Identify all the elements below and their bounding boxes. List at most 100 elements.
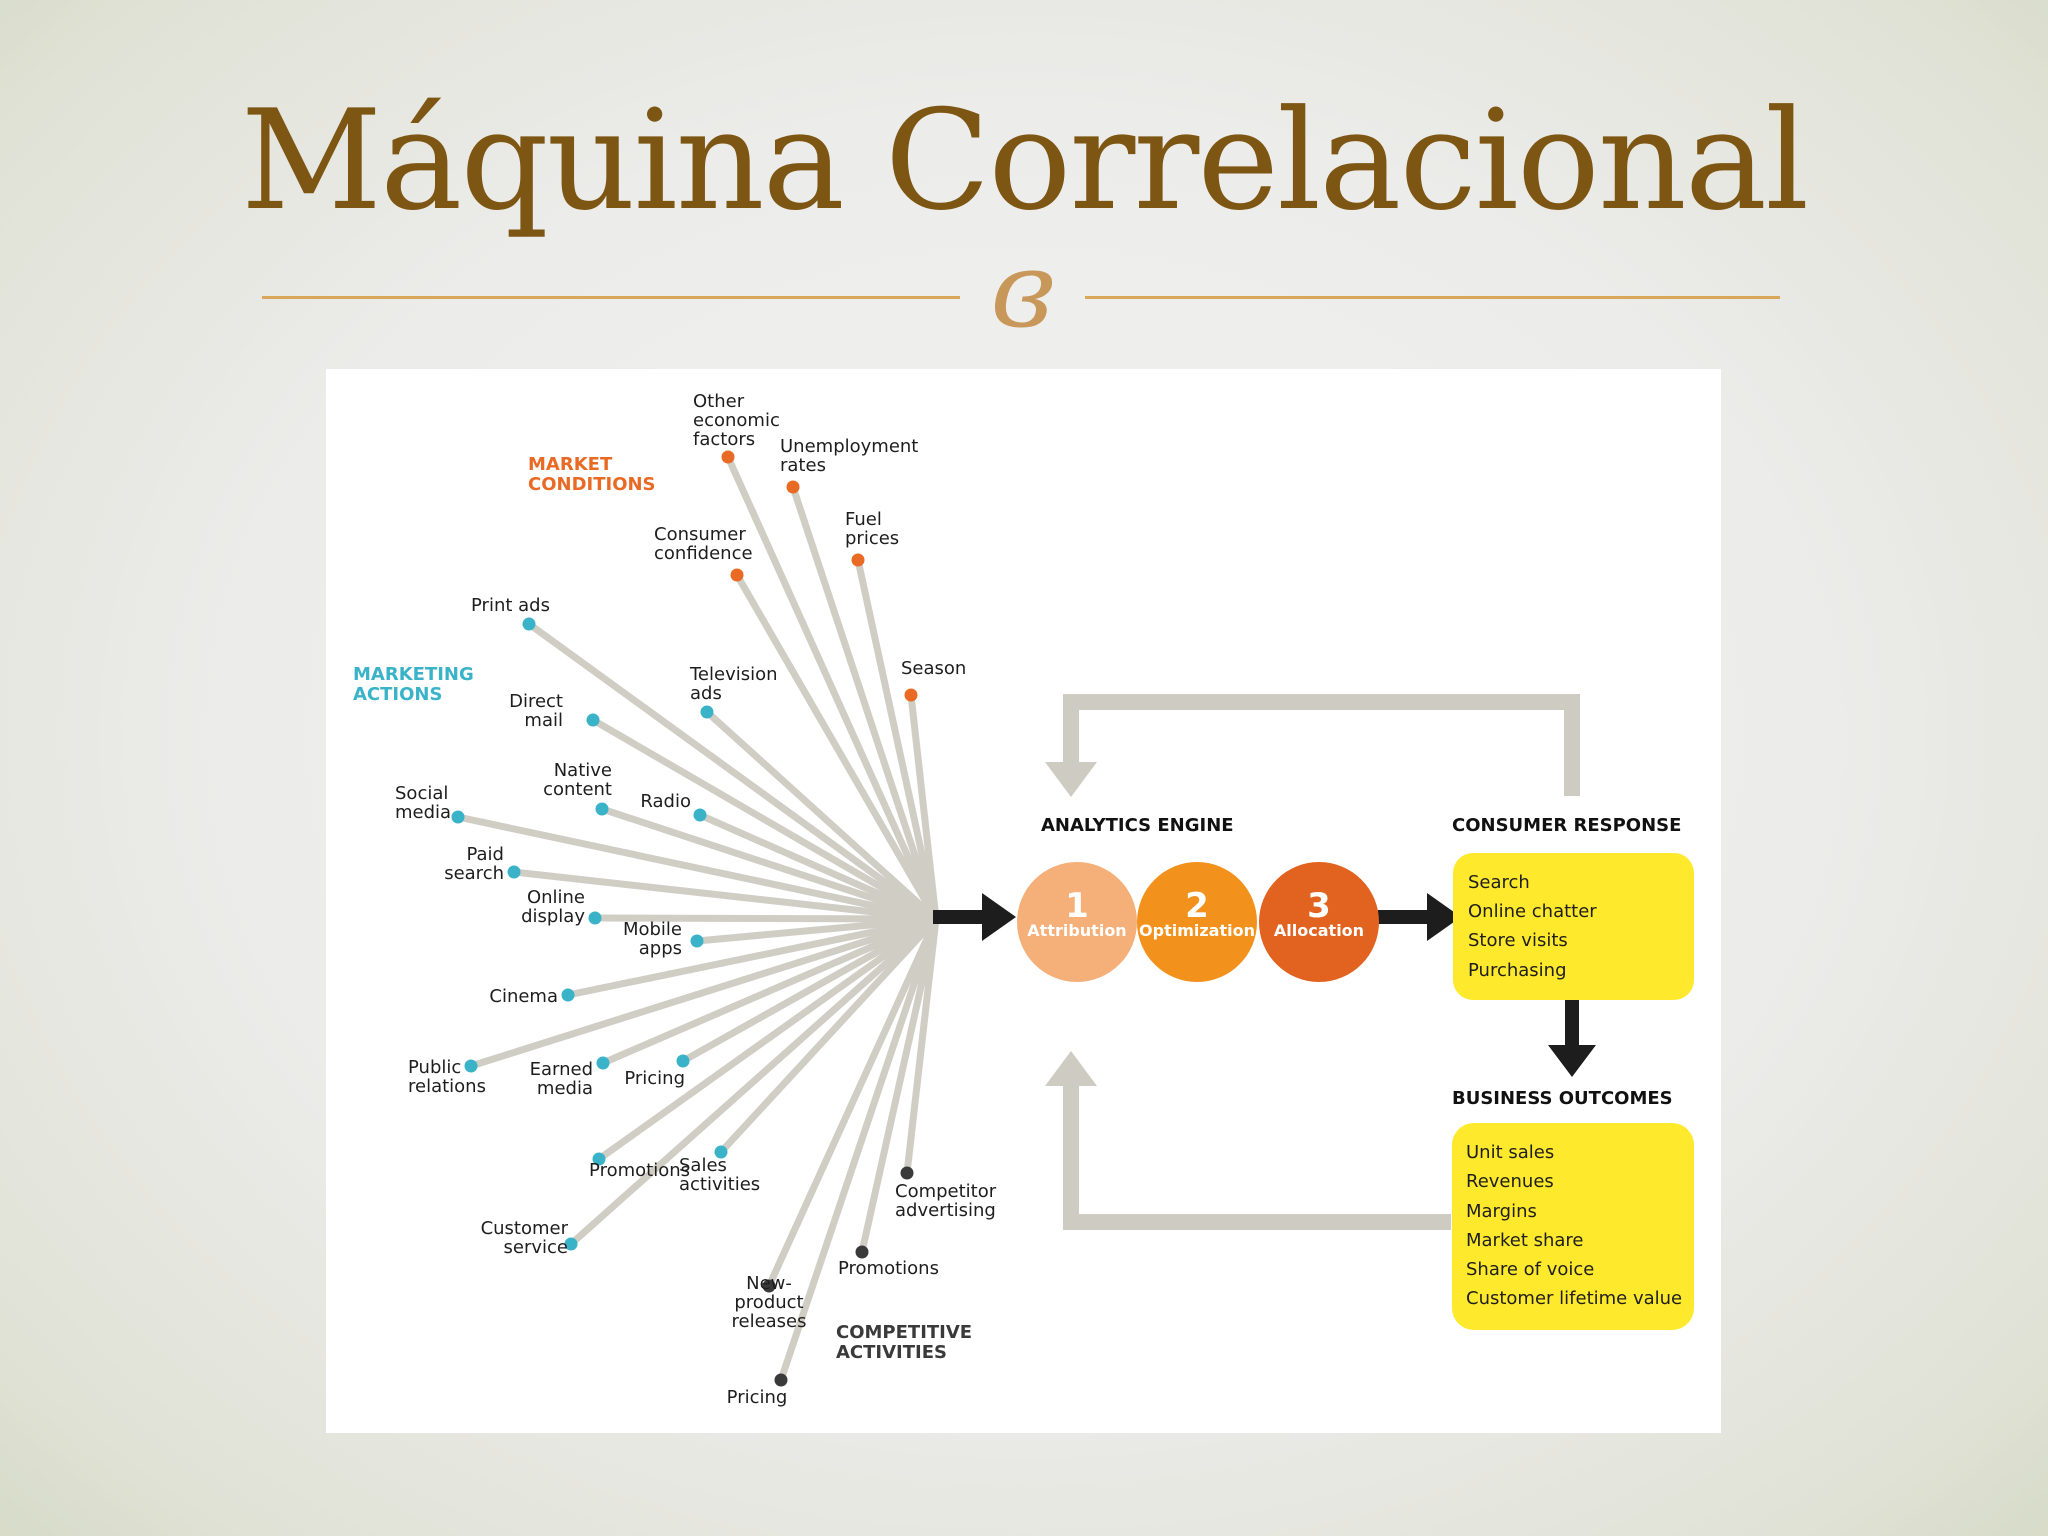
factor-dot-marketing (464, 1059, 478, 1073)
factor-label-line: Print ads (471, 595, 550, 616)
spoke-market (854, 556, 940, 923)
factor-label-line: Other (693, 391, 745, 412)
factor-label-line: Promotions (589, 1160, 690, 1181)
factor-label-market: Season (901, 658, 966, 679)
factor-dot-competitive (900, 1166, 914, 1180)
category-competitive-line1: COMPETITIVE (836, 1322, 972, 1343)
factor-label-competitive: Pricing (727, 1387, 788, 1408)
arrow-to-response-head (1427, 893, 1461, 941)
step-number-3: 3 (1307, 886, 1331, 926)
factor-label-line: Television (689, 664, 778, 685)
step-circle-optimization (1137, 862, 1257, 982)
dots-group (451, 450, 918, 1387)
factor-dot-market (721, 450, 735, 464)
factor-label-line: apps (639, 938, 682, 959)
factor-label-line: factors (693, 429, 755, 450)
factor-label-line: advertising (895, 1200, 996, 1221)
factor-label-line: Season (901, 658, 966, 679)
feedback-loop-bottom (1063, 1081, 1451, 1230)
factor-label-marketing: Promotions (589, 1160, 690, 1181)
factor-label-line: Customer (481, 1218, 569, 1239)
factor-dot-marketing (693, 808, 707, 822)
spoke-marketing (467, 915, 940, 1070)
factor-label-line: Competitor (895, 1181, 997, 1202)
factor-dot-competitive (762, 1279, 776, 1293)
factor-dot-competitive (774, 1373, 788, 1387)
factor-label-marketing: Pricing (624, 1068, 685, 1089)
factor-label-line: Promotions (838, 1258, 939, 1279)
consumer-response-item: Store visits (1468, 930, 1568, 951)
factor-dot-marketing (592, 1152, 606, 1166)
factor-dot-market (730, 568, 744, 582)
spoke-marketing (525, 620, 940, 923)
step-circle-allocation (1259, 862, 1379, 982)
factor-label-line: Public (408, 1057, 461, 1078)
factor-label-line: Online (527, 887, 585, 908)
spoke-marketing (696, 811, 940, 923)
spoke-marketing (567, 915, 940, 1248)
spoke-marketing (703, 708, 940, 923)
arrow-to-engine-head (982, 893, 1016, 941)
factor-label-line: media (537, 1078, 593, 1099)
business-outcome-item: Unit sales (1466, 1142, 1554, 1163)
factor-label-line: Direct (509, 691, 563, 712)
factor-label-line: ads (690, 683, 722, 704)
factor-label-line: releases (731, 1311, 806, 1332)
step-label-attribution: Attribution (1027, 921, 1126, 940)
analytics-engine-title: ANALYTICS ENGINE (1041, 815, 1234, 836)
consumer-response-box (1453, 853, 1694, 1000)
category-market-line2: CONDITIONS (528, 474, 656, 495)
factor-label-line: Pricing (624, 1068, 685, 1089)
spoke-market (789, 483, 940, 923)
business-outcome-item: Revenues (1466, 1171, 1554, 1192)
spoke-marketing (510, 868, 940, 923)
factor-label-marketing: Print ads (471, 595, 550, 616)
factor-dot-market (786, 480, 800, 494)
spoke-marketing (589, 716, 940, 923)
factor-label-marketing: Cinema (489, 986, 558, 1007)
factor-dot-marketing (561, 988, 575, 1002)
arrow-to-outcomes-head (1548, 1045, 1596, 1077)
category-competitive-activities: COMPETITIVE ACTIVITIES (836, 1322, 978, 1363)
feedback-loop-top (1063, 694, 1580, 796)
factor-label-line: display (521, 906, 585, 927)
consumer-response-item: Search (1468, 872, 1530, 893)
factor-dot-marketing (595, 802, 609, 816)
spoke-market (724, 453, 940, 923)
factor-label-line: Native (554, 760, 612, 781)
factor-label-line: prices (845, 528, 899, 549)
feedback-arrowhead-top (1045, 762, 1097, 797)
factor-dot-marketing (714, 1145, 728, 1159)
factor-label-line: economic (693, 410, 780, 431)
spoke-competitive (777, 915, 940, 1384)
factor-label-competitive: Promotions (838, 1258, 939, 1279)
factor-dot-marketing (596, 1056, 610, 1070)
spoke-marketing (564, 915, 940, 999)
spoke-competitive (903, 915, 940, 1177)
spoke-marketing (599, 915, 940, 1067)
business-outcome-item: Market share (1466, 1230, 1584, 1251)
factor-label-line: product (734, 1292, 803, 1313)
spoke-competitive (765, 915, 940, 1290)
factor-dot-marketing (690, 934, 704, 948)
title-rule-left (262, 296, 960, 299)
consumer-response-title: CONSUMER RESPONSE (1452, 815, 1681, 836)
factor-dot-marketing (700, 705, 714, 719)
spoke-market (733, 571, 940, 923)
step-number-1: 1 (1065, 886, 1089, 926)
factor-label-line: mail (524, 710, 563, 731)
category-marketing-line1: MARKETING (353, 664, 474, 685)
